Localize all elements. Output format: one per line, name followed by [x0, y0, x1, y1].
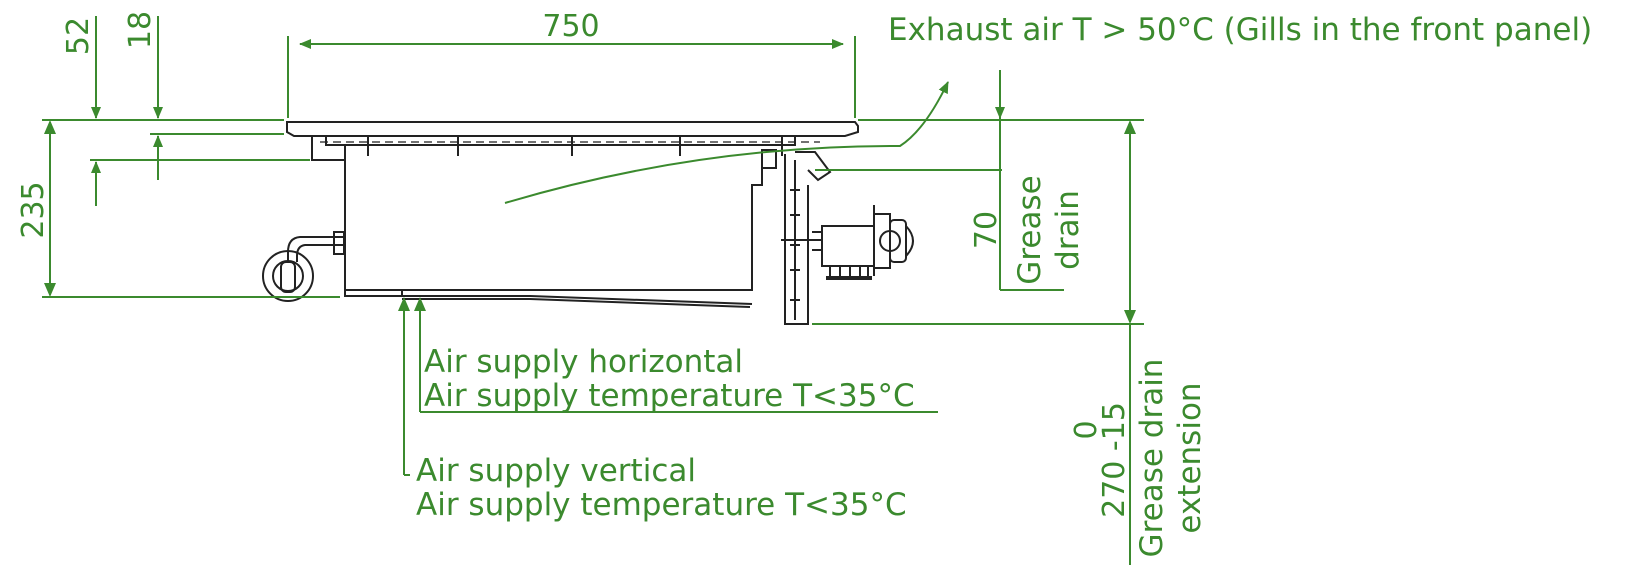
dimension-18: 18: [123, 11, 158, 49]
dimension-lines: [42, 16, 1144, 565]
width-dimension: 750: [542, 9, 599, 44]
equipment-outline: [262, 121, 914, 325]
air-horizontal-label: Air supply horizontal: [424, 344, 743, 380]
air-vertical-temp-label: Air supply temperature T<35°C: [416, 487, 907, 523]
dimension-52: 52: [61, 17, 96, 55]
grease-extension-value-0: 0: [1069, 420, 1104, 439]
air-vertical-label: Air supply vertical: [416, 453, 696, 489]
air-horizontal-temp-label: Air supply temperature T<35°C: [424, 378, 915, 414]
grease-drain-label-2: drain: [1050, 190, 1086, 270]
exhaust-label: Exhaust air T > 50°C (Gills in the front…: [888, 12, 1592, 48]
grease-extension-label-2: extension: [1172, 382, 1208, 533]
grease-extension-value-270: 270 -15: [1097, 402, 1132, 518]
grease-drain-label-1: Grease: [1012, 175, 1048, 284]
dimension-70: 70: [969, 211, 1004, 249]
dimension-235: 235: [16, 181, 51, 238]
grease-extension-label-1: Grease drain: [1134, 359, 1170, 558]
